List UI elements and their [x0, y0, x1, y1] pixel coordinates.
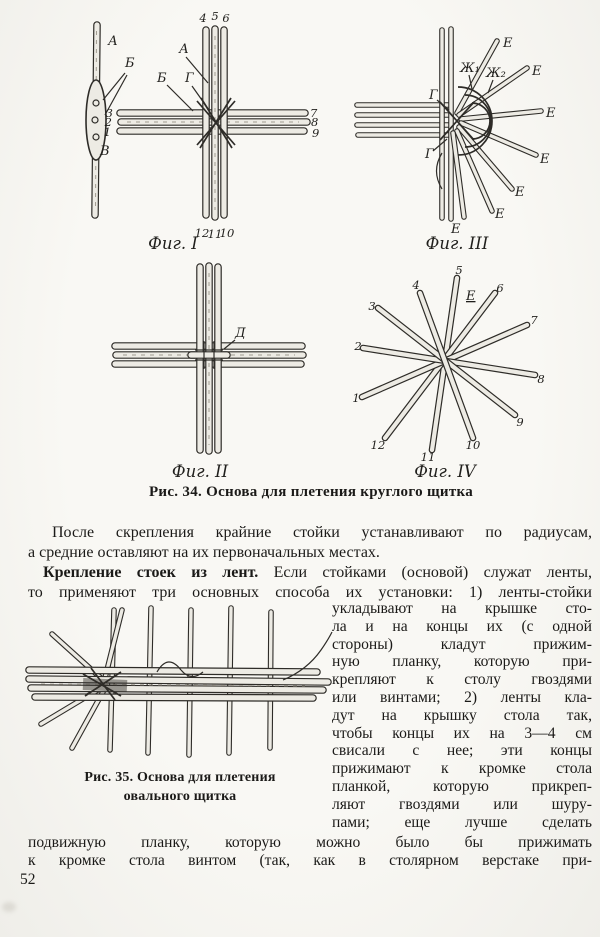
horizontal-stick-bundle: [354, 102, 454, 138]
text-line: планкой, которую прикреп-: [332, 777, 592, 795]
fig3-label-E: Е: [545, 106, 556, 121]
fig2-label-D: Д: [234, 326, 246, 341]
paragraph-2: подвижную планку, которую можно было бы …: [28, 834, 592, 869]
fig1-label-B-cross: Б: [156, 71, 167, 86]
fig3-label-E: Е: [514, 185, 525, 200]
fig4-num: 2: [353, 339, 361, 353]
text-line: После скрепления крайние стойки устанавл…: [52, 524, 592, 541]
binding-loops: [435, 86, 493, 190]
fig1-label-B-left: Б: [124, 56, 135, 71]
fig1-num: 12: [195, 226, 210, 240]
fig3-label-E: Е: [531, 64, 542, 79]
fig-II-drawing: Д Фиг. II: [111, 262, 307, 481]
fig2-caption: Фиг. II: [172, 462, 229, 481]
fig3-label-G-bottom: Г: [424, 147, 434, 162]
leader-line: [166, 84, 194, 112]
fig3-caption: Фиг. III: [426, 234, 489, 253]
fig-III-drawing: Г Г Ж₁ Ж₂ Е Е Е Е Е Е Е Фиг. III: [354, 26, 556, 253]
text-line: Крепление стоек из лент. Если стойками (…: [28, 563, 592, 583]
fig1-label-V: В: [99, 144, 110, 159]
leader-line: [191, 85, 210, 111]
fig1-num: 8: [311, 115, 318, 129]
fig3-label-E: Е: [502, 36, 513, 51]
text-line: ла и на концы их (с одной: [332, 617, 592, 635]
text-line: дут на крышку стола так,: [332, 706, 592, 724]
text-line: к кромке стола винтом (так, как в столяр…: [28, 851, 592, 869]
text-line: стороны) кладут прижим-: [332, 635, 592, 653]
leader-line: [223, 339, 236, 350]
fig-IV-drawing: 1 2 3 4 5 6 7 8 9 10 11 12 Е Фиг. IV: [352, 263, 544, 481]
text-run: Если стойками (основой) служат ленты,: [258, 564, 593, 581]
fig-I-drawing: А Б В А Б Г 4 5 6 12 11 10 3 2 1 7 8 9 Ф…: [85, 9, 319, 253]
text-line: или винтами; 2) ленты кла-: [332, 688, 592, 706]
caption-line: Рис. 35. Основа для плетения: [84, 770, 276, 785]
fig4-num: 8: [537, 372, 544, 386]
fig1-label-G: Г: [184, 71, 194, 86]
leader-line: [432, 138, 448, 152]
text-line: пами; еще лучше сделать: [332, 813, 592, 831]
fig1-num: 6: [222, 11, 229, 25]
vertical-stick-bundle: [439, 26, 454, 222]
fig4-num: 7: [530, 313, 538, 327]
text-line: прижимают к кромке стола: [332, 760, 592, 778]
horizontal-rod-bundle: [25, 666, 332, 702]
scan-smudge: [2, 902, 16, 912]
fig4-caption: Фиг. IV: [414, 462, 478, 481]
fig1-num: 10: [220, 226, 235, 240]
figure34-caption: Рис. 34. Основа для плетения круглого щи…: [148, 484, 474, 500]
bold-run: Крепление стоек из лент.: [43, 564, 259, 581]
leader-line: [468, 74, 473, 90]
fig3-label-E: Е: [494, 207, 505, 222]
paragraph-1: После скрепления крайние стойки устанавл…: [28, 523, 592, 603]
fig1-num: 2: [104, 115, 112, 129]
fig1-num: 7: [310, 106, 318, 120]
text-line: ляют гвоздями или шуру-: [332, 795, 592, 813]
fig4-num: 10: [466, 438, 481, 452]
fig4-num: 4: [411, 278, 419, 292]
fig1-num: 4: [198, 11, 206, 25]
fig4-num: 11: [421, 450, 436, 464]
page-number: 52: [20, 871, 36, 888]
fig3-label-Zh2: Ж₂: [485, 66, 506, 81]
fig3-label-G-top: Г: [428, 88, 438, 103]
fig4-num: 1: [352, 391, 359, 405]
right-text-column: укладывают на крышке сто- ла и на концы …: [332, 600, 592, 831]
fig1-num: 3: [106, 106, 113, 120]
fanned-radial-sticks: [450, 38, 544, 220]
single-stick-with-splice: [85, 21, 128, 219]
figure35-caption: Рис. 35. Основа для плетения овального щ…: [30, 768, 330, 806]
fig1-num: 5: [211, 9, 218, 23]
fig4-num: 3: [368, 299, 375, 313]
fig1-label-A-left: А: [107, 34, 118, 49]
leader-line: [185, 56, 209, 84]
binding-wraps: [82, 631, 333, 701]
radial-star-sticks: [358, 274, 539, 454]
fig3-label-E: Е: [539, 152, 550, 167]
fig-35-drawing: [25, 605, 333, 758]
text-line: а средние оставляют на их первоначальных…: [28, 544, 380, 561]
fig1-num: 9: [312, 126, 319, 140]
text-line: чтобы концы их на 3—4 см: [332, 724, 592, 742]
text-line: крепляют к столу гвоздями: [332, 671, 592, 689]
fig1-caption: Фиг. I: [148, 234, 198, 253]
fig3-label-Zh1: Ж₁: [459, 61, 480, 76]
fig4-num: 6: [496, 281, 503, 295]
fig4-num: 12: [371, 438, 386, 452]
leader-line: [436, 99, 450, 111]
text-line: подвижную планку, которую можно было бы …: [28, 834, 592, 851]
fig3-label-E-bottom: Е: [450, 222, 461, 237]
leader-line: [487, 79, 494, 94]
fig1-num: 1: [104, 125, 111, 139]
text-line: свисали с нее; эти концы: [332, 742, 592, 760]
fig1-num: 11: [208, 227, 223, 241]
fig1-label-A-cross: А: [178, 42, 189, 57]
text-line: укладывают на крышке сто-: [332, 600, 592, 617]
interwoven-center: [187, 341, 231, 369]
fig4-num: 9: [516, 415, 523, 429]
text-line: ную планку, которую при-: [332, 653, 592, 671]
fig4-label-E: Е: [465, 289, 476, 304]
text-line: то применяют три основных способа их уст…: [28, 584, 592, 601]
caption-line: овального щитка: [123, 789, 237, 804]
fig4-num: 5: [455, 263, 462, 277]
